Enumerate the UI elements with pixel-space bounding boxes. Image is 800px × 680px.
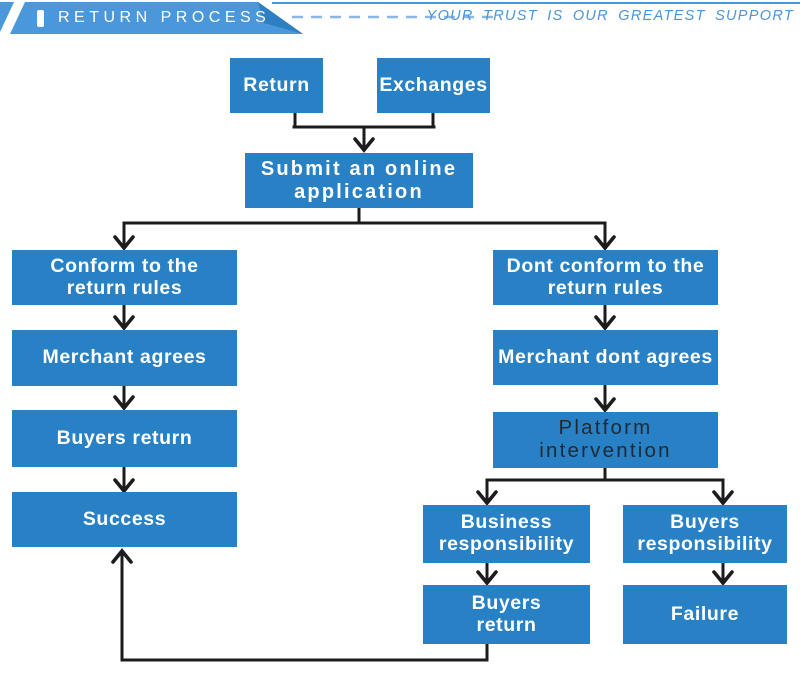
flow-node-conform: Conform to the return rules [12,250,237,305]
arrow-to-merchant-agrees [113,315,135,331]
flow-node-buyers-return-bottom: Buyers return [423,585,590,644]
flow-node-failure: Failure [623,585,787,644]
flow-node-return: Return [230,58,323,113]
connector-platform-split [485,466,725,501]
flow-node-exchanges: Exchanges [377,58,490,113]
arrow-to-platform [594,397,616,413]
arrow-to-merchant-dont-agrees [594,315,616,331]
flow-node-business-responsibility: Business responsibility [423,505,590,563]
connector-loop-to-success [120,553,489,662]
flow-node-success: Success [12,492,237,547]
flow-node-merchant-dont-agrees: Merchant dont agrees [493,330,718,385]
banner-ribbon-shape [10,2,303,34]
connector-responsibility-rows [485,561,725,581]
banner-left-sliver-shape [0,2,14,32]
flow-node-merchant-agrees: Merchant agrees [12,330,237,386]
arrow-to-buyers-return-bottom [476,570,498,586]
connector-top-merge [292,111,436,148]
flow-node-platform-intervention: Platform intervention [493,412,718,468]
arrow-to-failure [712,570,734,586]
arrow-to-dont-conform [594,235,616,251]
arrow-to-success [113,478,135,494]
header-tagline: YOUR TRUST IS OUR GREATEST SUPPORT [426,8,794,24]
banner-fold-shape [258,2,303,34]
connector-main-split [122,206,607,246]
arrow-to-business-responsibility [476,490,498,506]
arrow-to-buyers-return-left [113,395,135,411]
flow-connectors [111,111,734,662]
arrow-to-buyers-responsibility [712,490,734,506]
flow-node-buyers-responsibility: Buyers responsibility [623,505,787,563]
flow-node-buyers-return-left: Buyers return [12,410,237,467]
flow-node-dont-conform: Dont conform to the return rules [493,250,718,305]
arrow-to-conform [113,235,135,251]
arrow-loop-into-success [111,548,133,564]
arrow-to-submit [353,137,375,153]
flow-node-submit: Submit an online application [245,153,473,208]
page-title: RETURN PROCESS [58,9,271,26]
title-marker-icon [37,10,44,27]
